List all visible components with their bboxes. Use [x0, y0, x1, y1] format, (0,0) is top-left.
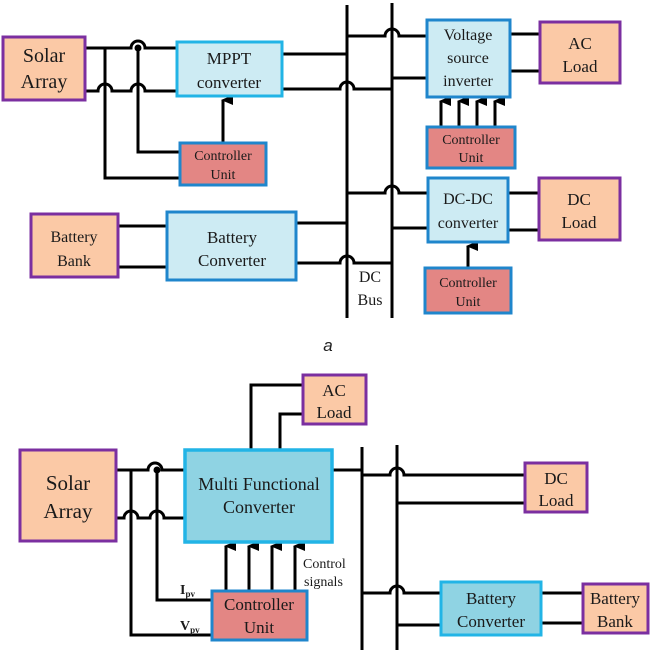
dc-load-label-1: DC	[567, 190, 591, 209]
ac-load-label-1: AC	[568, 34, 592, 53]
dcdc-label-1: DC-DC	[443, 191, 493, 208]
junction-dot	[134, 44, 142, 52]
controller-vsi-label-1: Controller	[442, 133, 500, 148]
battery-converter-box-a: Battery Converter	[165, 210, 298, 282]
dc-bus-label-1: DC	[359, 269, 381, 286]
controller-unit-vsi: Controller Unit	[425, 125, 517, 170]
dc-load-box-a: DC Load	[537, 176, 622, 242]
solar-array-label-1: Solar	[23, 45, 66, 67]
ac-load-box-b: AC Load	[301, 373, 368, 426]
battery-converter-box-b: Battery Converter	[439, 580, 543, 637]
wire-vpv-sense	[129, 470, 212, 637]
ipv-label: Ipv	[180, 583, 195, 599]
vpv-sub: pv	[190, 625, 200, 635]
dc-load-label-2: Load	[562, 213, 597, 232]
figure-b: AC Load Solar Array Multi Functional Con…	[18, 373, 650, 650]
dc-bus-label: DC Bus	[358, 269, 383, 309]
multi-functional-converter-box: Multi Functional Converter	[183, 448, 334, 544]
figure-a-caption: a	[323, 336, 332, 355]
mppt-label-2: converter	[197, 73, 262, 92]
wire-bus-batconv-1	[362, 584, 441, 595]
control-signals-label-2: signals	[304, 575, 343, 590]
figure-a: Solar Array MPPT converter Controller Un…	[1, 3, 622, 355]
solar-array-b-label-1: Solar	[46, 471, 90, 495]
controller-b-label-1: Controller	[224, 595, 294, 614]
wire-mfc-acload-2	[278, 412, 303, 450]
dc-load-b-label-1: DC	[544, 469, 568, 488]
battery-bank-b-label-2: Bank	[597, 612, 633, 631]
control-signals-label: Control signals	[303, 557, 346, 590]
solar-array-box-a: Solar Array	[1, 35, 87, 102]
mppt-label-1: MPPT	[207, 49, 252, 68]
battery-bank-label-1: Battery	[50, 229, 97, 246]
voltage-source-inverter-box: Voltage source inverter	[425, 18, 512, 99]
control-signal-arrows	[224, 541, 305, 591]
dcdc-label-2: converter	[438, 215, 499, 232]
mppt-converter-box: MPPT converter	[175, 40, 284, 98]
dc-bus-label-2: Bus	[358, 292, 383, 309]
battery-converter-label-1: Battery	[207, 228, 258, 247]
controller-unit-dcdc: Controller Unit	[423, 266, 513, 315]
battery-bank-b-label-1: Battery	[590, 589, 641, 608]
ipv-main: I	[180, 583, 185, 598]
mfc-label-2: Converter	[223, 497, 295, 517]
solar-array-label-2: Array	[21, 71, 68, 93]
mfc-label-1: Multi Functional	[198, 474, 320, 494]
solar-array-box-b: Solar Array	[18, 448, 118, 543]
wire-bus-dcload-1	[362, 466, 525, 477]
svg-text:Vpv: Vpv	[180, 619, 200, 635]
battery-converter-b-label-1: Battery	[466, 589, 517, 608]
control-signals-label-1: Control	[303, 557, 346, 572]
wire-solar-mfc-neg	[116, 509, 185, 520]
ipv-sub: pv	[185, 589, 195, 599]
controller-b-label-2: Unit	[244, 618, 275, 637]
battery-converter-b-label-2: Converter	[457, 612, 525, 631]
battery-converter-label-2: Converter	[198, 251, 266, 270]
controller-mppt-label-1: Controller	[194, 149, 252, 164]
wire-ipv-sense	[155, 470, 212, 602]
dc-load-box-b: DC Load	[523, 461, 589, 514]
controller-dcdc-label-2: Unit	[456, 295, 481, 310]
vsi-label-1: Voltage	[444, 27, 493, 44]
vsi-control-arrows	[439, 96, 505, 127]
ac-load-b-label-2: Load	[317, 403, 352, 422]
ac-load-box-a: AC Load	[538, 20, 622, 85]
battery-bank-box-a: Battery Bank	[29, 212, 120, 279]
controller-mppt-label-2: Unit	[211, 168, 236, 183]
vpv-label: Vpv	[180, 619, 200, 635]
wire-mfc-acload-1	[249, 383, 303, 450]
wire-batconv-bus-neg	[296, 254, 392, 265]
vsi-label-2: source	[447, 50, 489, 67]
wires-solar-mppt	[85, 39, 180, 180]
controller-unit-mppt: Controller Unit	[178, 141, 268, 187]
solar-array-b-label-2: Array	[44, 499, 93, 523]
vsi-label-3: inverter	[443, 73, 493, 90]
controller-unit-b: Controller Unit	[210, 589, 309, 642]
dcdc-converter-box: DC-DC converter	[426, 176, 510, 244]
controller-vsi-label-2: Unit	[459, 151, 484, 166]
battery-bank-box-b: Battery Bank	[581, 582, 650, 635]
controller-dcdc-label-1: Controller	[439, 276, 497, 291]
ac-load-b-label-1: AC	[322, 381, 346, 400]
wire-solar-mfc-pos	[116, 461, 185, 472]
svg-text:Ipv: Ipv	[180, 583, 195, 599]
junction-dot-b	[153, 466, 161, 474]
wire-bus-dcdc-pos	[347, 184, 428, 195]
ac-load-label-2: Load	[563, 57, 598, 76]
vpv-main: V	[180, 619, 190, 634]
dc-load-b-label-2: Load	[539, 491, 574, 510]
battery-bank-label-2: Bank	[57, 253, 91, 270]
wire-bus-vsi-pos	[347, 27, 427, 38]
wire-mppt-bus-neg	[282, 80, 392, 91]
